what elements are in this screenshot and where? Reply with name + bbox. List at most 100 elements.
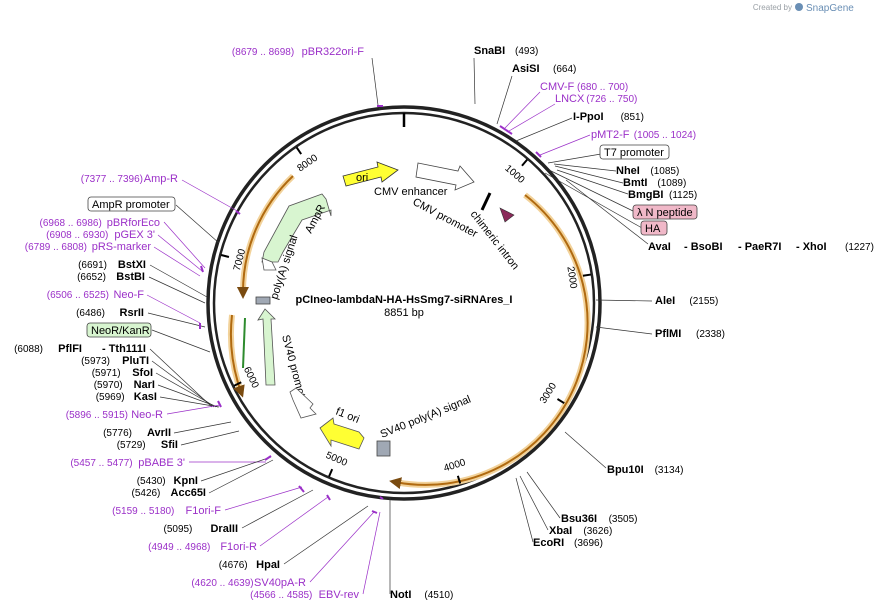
pluti-name: PluTI [122, 355, 149, 367]
credit-text: Created by [753, 3, 792, 12]
leader-ecori [515, 477, 534, 543]
snapgene-logo-icon [795, 3, 803, 11]
pflfi-pos: (6088) [14, 344, 43, 355]
label-pbabe3: pBABE 3'(5457 .. 5477) [70, 457, 185, 469]
hpai-pos: (4676) [219, 560, 248, 571]
mark-cmv-f [499, 125, 507, 131]
pflmi-name: PflMI [655, 328, 681, 340]
credit-brand: SnapGene [806, 3, 854, 14]
label-pflfi: PflFI(6088) [14, 343, 82, 355]
bpu10i-pos: (3134) [655, 465, 684, 476]
label-kpni: KpnI(5430) [137, 475, 198, 487]
leader-pflmi [595, 326, 653, 335]
alei-pos: (2155) [689, 296, 718, 307]
inline-site-row: AvaI- BsoBI- PaeR7I- XhoI(1227) [648, 241, 874, 253]
rsrii-pos: (6486) [76, 308, 105, 319]
leader-asisi [496, 75, 513, 125]
label-bmti: BmtI(1089) [623, 177, 686, 189]
rsrii-name: RsrII [120, 307, 144, 319]
pluti-pos: (5973) [81, 356, 110, 367]
tick-3000 [556, 398, 565, 405]
snapgene-credit: Created by SnapGene [753, 3, 854, 14]
label-sv40pa-r: SV40pA-R(4620 .. 4639) [191, 577, 306, 589]
alei-name: AleI [655, 295, 675, 307]
pbabe3-name: pBABE 3' [138, 457, 185, 469]
neo-r-pos: (5896 .. 5915) [66, 410, 128, 421]
leader-hpai [283, 505, 369, 565]
tick-6000 [233, 381, 242, 387]
t7-promoter-box [599, 144, 670, 160]
sv40pa-r-pos: (4620 .. 4639) [191, 578, 253, 589]
tth111i-name: - Tth111I [102, 343, 146, 355]
plasmid-length: 8851 bp [384, 307, 424, 319]
sfii-pos: (5729) [117, 440, 146, 451]
leader-bmti [554, 165, 624, 184]
sv40-ori-arrow [289, 387, 317, 419]
leader-bpu10i [564, 431, 607, 469]
noti-pos: (4510) [424, 590, 453, 601]
xbai-name: XbaI [549, 525, 572, 537]
bstxi-name: BstXI [118, 259, 146, 271]
draiii-name: DraIII [210, 523, 238, 535]
amp-r-name: Amp-R [144, 173, 178, 185]
leader-bsu36i [526, 471, 561, 519]
label-prs-marker: pRS-marker(6789 .. 6808) [25, 241, 152, 253]
leader-rsrii [147, 312, 206, 328]
label-kasi: KasI(5969) [96, 391, 157, 403]
ampr-arrow [261, 193, 332, 263]
pgex3-name: pGEX 3' [114, 229, 155, 241]
ecori-name: EcoRI [533, 537, 564, 549]
asisi-name: AsiSI [512, 63, 540, 75]
label-xbai: XbaI (3626) [549, 525, 612, 537]
cmv-enhancer-arrow [415, 162, 475, 191]
label-ebv-rev: EBV-rev(4566 .. 4585) [250, 589, 359, 601]
bstbi-pos: (6652) [77, 272, 106, 283]
xbai-pos: (3626) [583, 526, 612, 537]
primer-marks [199, 105, 542, 514]
f1-ori-label: f1 ori [334, 406, 361, 426]
mark-neo-r [217, 400, 222, 408]
snabi-pos: (493) [515, 46, 538, 57]
label-f1ori-r: F1ori-R(4949 .. 4968) [148, 541, 257, 553]
leader-ha [544, 172, 643, 229]
plasmid-name: pCIneo-lambdaN-HA-HsSmg7-siRNAres_I [296, 294, 513, 306]
leader-sfii [180, 430, 240, 446]
leader-lncx [508, 103, 556, 132]
label-nhei: NheI(1085) [616, 165, 679, 177]
pbr322ori-f-name: pBR322ori-F [302, 46, 365, 58]
ori-arrow [342, 161, 399, 187]
label-pbr322ori-f: pBR322ori-F (8679 .. 8698) [232, 46, 364, 58]
amp-r-pos: (7377 .. 7396) [81, 174, 143, 185]
leader-i-ppoi [515, 117, 573, 142]
mark-amp-r [235, 210, 241, 215]
tick-1000 [521, 159, 528, 167]
cmv-promoter-label: CMV promoter [411, 196, 480, 240]
hpai-name: HpaI [256, 559, 280, 571]
label-f1ori-f: F1ori-F(5159 .. 5180) [112, 505, 221, 517]
lambda-n-marker [499, 207, 515, 223]
nhei-pos: (1085) [650, 166, 679, 177]
leader-neo-f [146, 294, 201, 324]
label-draiii: DraIII(5095) [163, 523, 238, 535]
prs-marker-name: pRS-marker [92, 241, 152, 253]
tick-label-4000: 4000 [442, 457, 467, 474]
label-cmv-f: CMV-F(680 .. 700) [540, 81, 628, 93]
label-snabi: SnaBI(493) [474, 45, 538, 57]
ha-label: HA [645, 223, 661, 235]
pbr322ori-f-pos: (8679 .. 8698) [232, 47, 294, 58]
tick-8000 [295, 146, 303, 155]
leader-f1ori-r [259, 496, 329, 547]
noti-name: NotI [390, 589, 411, 601]
tick-label-2000: 2000 [564, 266, 578, 290]
sv40-polya-box [376, 440, 391, 457]
label-tth111i: - Tth111I [102, 343, 146, 355]
leader-pluti [151, 360, 215, 408]
lambda-n-box [632, 204, 698, 220]
leader-lambda-n [548, 169, 634, 212]
leader-xbai [519, 475, 549, 531]
sv40-promoter-arrow [257, 308, 276, 386]
ampr-promoter-box [87, 196, 176, 212]
sv40-polya-label: SV40 poly(A) signal [379, 393, 473, 440]
label-avrii: AvrII(5776) [103, 427, 171, 439]
mark-f1ori-r [326, 494, 331, 501]
